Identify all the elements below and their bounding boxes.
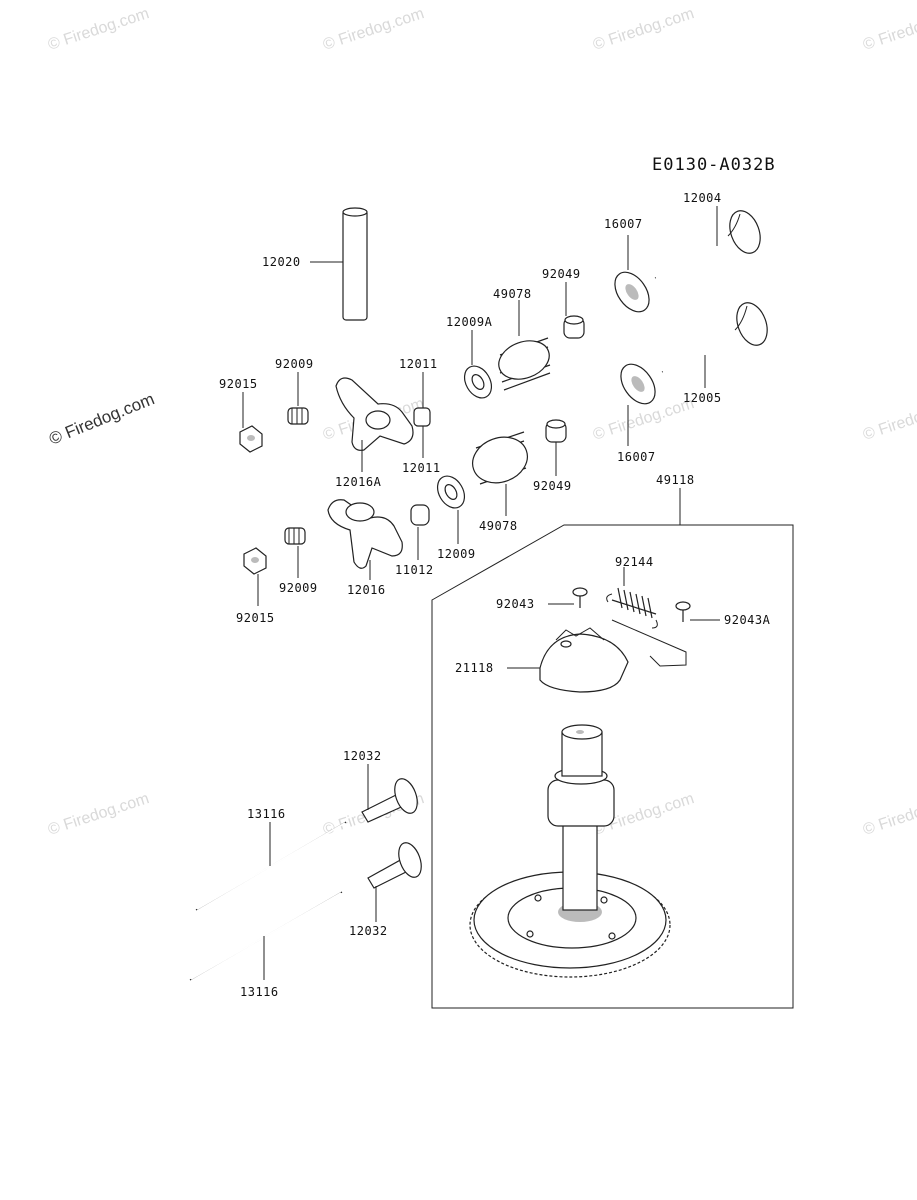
label-12009: 12009 bbox=[437, 547, 476, 561]
part-92009-top-screw bbox=[287, 372, 309, 425]
label-92144: 92144 bbox=[615, 555, 654, 569]
part-92015-top-nut bbox=[239, 392, 263, 453]
label-49078-bottom: 49078 bbox=[479, 519, 518, 533]
label-12016A: 12016A bbox=[335, 475, 382, 489]
label-92049-top: 92049 bbox=[542, 267, 581, 281]
label-21118: 21118 bbox=[455, 661, 494, 675]
part-12016-rocker-arm bbox=[327, 499, 403, 580]
part-49078-top-spring bbox=[498, 300, 551, 391]
label-13116-top: 13116 bbox=[247, 807, 286, 821]
part-16007-top-seal bbox=[614, 235, 650, 313]
label-16007-top: 16007 bbox=[604, 217, 643, 231]
label-92015-top: 92015 bbox=[219, 377, 258, 391]
part-12005-valve bbox=[661, 302, 768, 388]
label-12011-top: 12011 bbox=[399, 357, 438, 371]
label-12004: 12004 bbox=[683, 191, 722, 205]
part-12011-top-bushing bbox=[413, 372, 431, 427]
part-49078-bottom-spring bbox=[472, 431, 528, 516]
part-12009A-retainer bbox=[463, 330, 493, 399]
label-12011-bottom: 12011 bbox=[402, 461, 441, 475]
part-92043A-pin bbox=[611, 601, 720, 667]
part-camshaft-gear bbox=[469, 724, 671, 978]
part-92009-bottom-screw bbox=[284, 527, 306, 578]
part-12032-bottom-tappet bbox=[367, 842, 422, 922]
label-16007-bottom: 16007 bbox=[617, 450, 656, 464]
part-92144-spring bbox=[606, 567, 658, 629]
part-13116-bottom-pushrod bbox=[189, 891, 343, 981]
label-12009A: 12009A bbox=[446, 315, 493, 329]
part-21118-governor-plate bbox=[507, 627, 629, 693]
watermark: © Firedog.com bbox=[46, 5, 151, 54]
label-92009-top: 92009 bbox=[275, 357, 314, 371]
part-12016A-rocker-arm bbox=[335, 377, 414, 472]
label-92009-bottom: 92009 bbox=[279, 581, 318, 595]
label-92043: 92043 bbox=[496, 597, 535, 611]
label-11012: 11012 bbox=[395, 563, 434, 577]
part-12020-shaft bbox=[310, 207, 368, 321]
label-92015-bottom: 92015 bbox=[236, 611, 275, 625]
part-92043-pin bbox=[548, 587, 588, 608]
label-12016: 12016 bbox=[347, 583, 386, 597]
part-13116-top-pushrod bbox=[195, 821, 347, 911]
label-92049-bottom: 92049 bbox=[533, 479, 572, 493]
label-49118: 49118 bbox=[656, 473, 695, 487]
label-12032-top: 12032 bbox=[343, 749, 382, 763]
watermarks: © Firedog.com © Firedog.com © Firedog.co… bbox=[46, 5, 917, 839]
watermark: © Firedog.com bbox=[861, 5, 917, 54]
watermark: © Firedog.com bbox=[861, 790, 917, 839]
diagram-code: E0130-A032B bbox=[652, 155, 776, 175]
label-12020: 12020 bbox=[262, 255, 301, 269]
part-92049-top-collet bbox=[563, 282, 585, 339]
label-12032-bottom: 12032 bbox=[349, 924, 388, 938]
watermark: © Firedog.com bbox=[591, 5, 696, 54]
watermark-dark: © Firedog.com bbox=[46, 389, 157, 448]
part-92049-bottom-collet bbox=[545, 419, 567, 476]
part-16007-bottom-seal bbox=[620, 363, 656, 446]
part-12032-top-tappet bbox=[361, 764, 418, 823]
label-49078-top: 49078 bbox=[493, 287, 532, 301]
watermark: © Firedog.com bbox=[46, 790, 151, 839]
part-92015-bottom-nut bbox=[243, 547, 267, 606]
label-92043A: 92043A bbox=[724, 613, 771, 627]
assembly-box bbox=[431, 524, 794, 1009]
part-11012-bushing bbox=[410, 504, 430, 560]
label-12005: 12005 bbox=[683, 391, 722, 405]
label-13116-bottom: 13116 bbox=[240, 985, 279, 999]
watermark: © Firedog.com bbox=[321, 5, 426, 54]
part-12009-retainer bbox=[436, 475, 466, 544]
part-12004-valve bbox=[654, 206, 761, 280]
watermark: © Firedog.com bbox=[861, 395, 917, 444]
